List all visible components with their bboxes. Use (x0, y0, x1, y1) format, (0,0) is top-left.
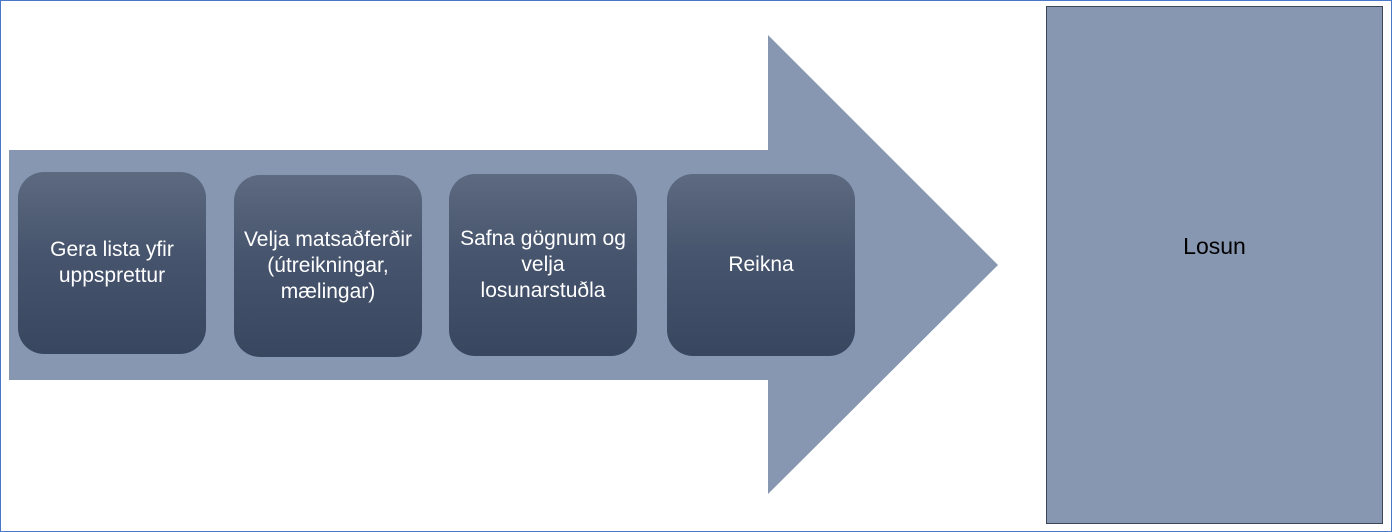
step-collect-data: Safna gögnum og velja losunarstuðla (449, 174, 637, 356)
step-choose-methods: Velja matsaðferðir (útreikningar, mæling… (234, 175, 422, 357)
step-label: Safna gögnum og velja losunarstuðla (460, 227, 626, 302)
step-calculate: Reikna (667, 174, 855, 356)
step-label: Reikna (728, 253, 794, 276)
result-label: Losun (1183, 233, 1246, 259)
step-list-sources: Gera lista yfir uppsprettur (18, 172, 206, 354)
step-label: Velja matsaðferðir (útreikningar, mæling… (243, 228, 413, 303)
result-box-emissions: Losun (1046, 6, 1383, 524)
step-label: Gera lista yfir uppsprettur (50, 238, 174, 287)
